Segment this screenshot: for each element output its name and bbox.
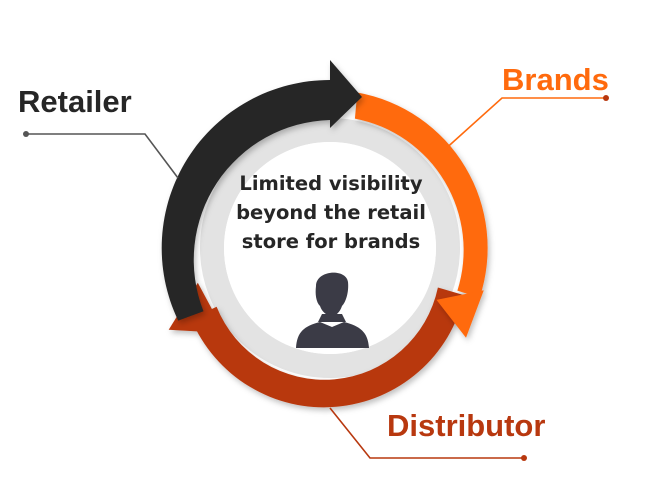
center-text-line-2: beyond the retail: [236, 201, 426, 224]
distributor-leader-dot: [521, 455, 527, 461]
brands-leader-line: [441, 95, 609, 153]
distributor-label: Distributor: [387, 408, 545, 443]
person-icon: [296, 272, 369, 348]
brands-label: Brands: [502, 62, 609, 97]
distributor-leader-line: [329, 407, 527, 461]
center-disc: [224, 142, 436, 354]
center-text-line-3: store for brands: [242, 230, 420, 253]
center-text-line-1: Limited visibility: [239, 172, 422, 195]
brands-leader-dot: [603, 95, 609, 101]
retailer-leader-line: [23, 131, 179, 179]
retailer-label: Retailer: [18, 84, 132, 119]
retailer-arrow: [161, 60, 362, 321]
retailer-leader-dot: [23, 131, 29, 137]
brands-arrow: [354, 92, 488, 338]
inner-ring: [200, 118, 460, 378]
